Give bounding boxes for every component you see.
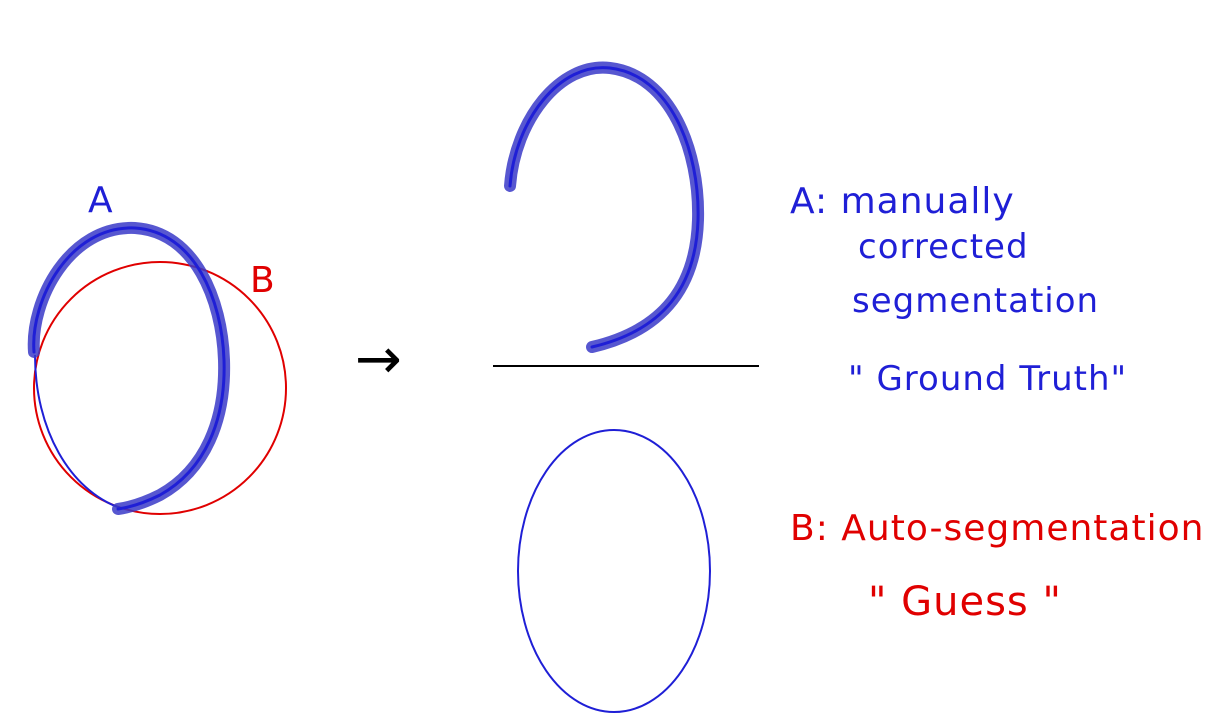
label-a: A [88, 180, 114, 221]
legend-b: B: Auto-segmentation " Guess " [790, 508, 1204, 625]
legend-a-line2: corrected [858, 227, 1029, 267]
circle-a-core [32, 226, 226, 511]
legend-a: A: manually corrected segmentation " Gro… [790, 181, 1127, 399]
circle-a-outline [34, 354, 121, 509]
fraction-figure [493, 61, 759, 713]
legend-a-line3: segmentation [852, 281, 1099, 321]
legend-b-line2: " Guess " [868, 579, 1062, 625]
legend-a-line1: A: manually [790, 181, 1015, 222]
legend-a-line4: " Ground Truth" [848, 359, 1127, 399]
legend-b-line1: B: Auto-segmentation [790, 508, 1204, 549]
denominator-ellipse [517, 429, 711, 713]
label-b: B [250, 260, 276, 301]
circle-b-guess [33, 261, 287, 515]
overlap-figure: A B [27, 180, 287, 515]
arrow-glyph: → [355, 327, 403, 392]
numerator-arc-core [508, 66, 700, 349]
